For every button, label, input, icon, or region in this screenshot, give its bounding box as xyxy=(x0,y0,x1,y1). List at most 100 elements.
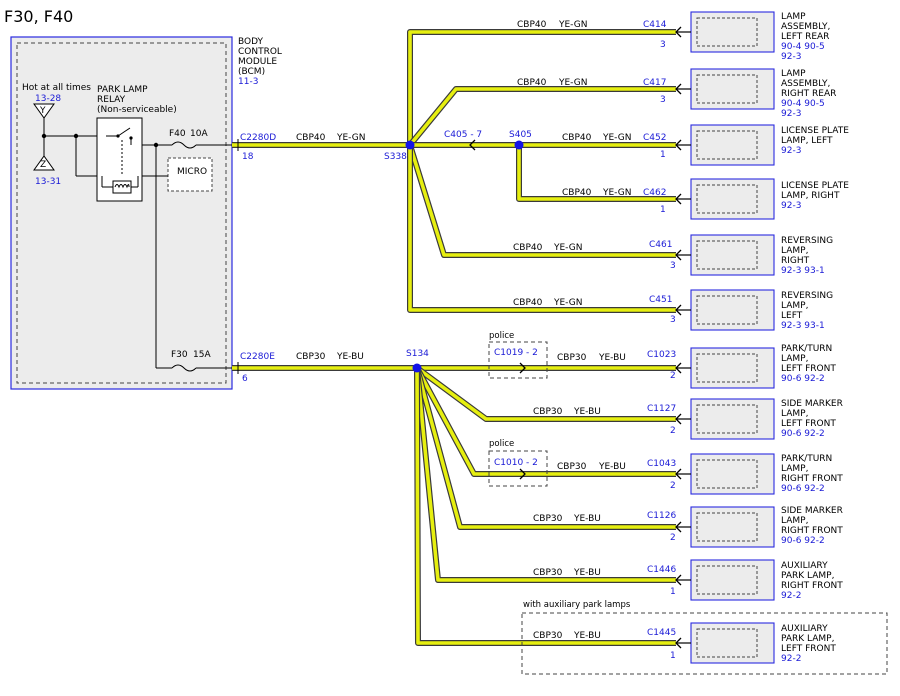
lamp-ref: 92-2 xyxy=(781,654,801,664)
lamp-label-line: LICENSE PLATE xyxy=(781,181,849,191)
wire-cbp30-branch xyxy=(414,367,676,583)
lamp-box-inner xyxy=(696,512,758,542)
trunk-color: YE-BU xyxy=(336,352,364,362)
lamp-label-line: LEFT FRONT xyxy=(781,644,836,654)
lamp-label-line: LAMP, xyxy=(781,246,808,256)
branch-circuit: CBP40 xyxy=(517,78,547,88)
branch-circuit: CBP30 xyxy=(533,407,563,417)
lamp-label-line: LEFT xyxy=(781,311,803,321)
wire-cbp30-branch xyxy=(414,367,676,646)
inline-c1010-arrow-icon xyxy=(519,468,526,480)
branch-pin: 2 xyxy=(670,481,676,491)
pin-y-icon: Y xyxy=(33,103,55,119)
branch-connector: C451 xyxy=(649,295,672,305)
lamp-label-line: AUXILIARY xyxy=(781,561,828,571)
branch-circuit: CBP40 xyxy=(513,243,543,253)
connector-arrow-icon xyxy=(675,637,682,649)
lamp-label-line: PARK/TURN xyxy=(781,454,832,464)
branch-pin: 1 xyxy=(670,651,676,661)
lamp-box-inner xyxy=(696,184,758,214)
branch-color: YE-BU xyxy=(573,568,601,578)
lamp-ref: 92-3 xyxy=(781,201,801,211)
branch-pin: 1 xyxy=(660,150,666,160)
lamp-box-inner xyxy=(696,130,758,160)
branch-pin: 1 xyxy=(670,587,676,597)
branch-connector: C461 xyxy=(649,240,672,250)
lamp-label-line: ASSEMBLY, xyxy=(781,22,830,32)
lamp-label-line: LEFT FRONT xyxy=(781,419,836,429)
branch-circuit: CBP40 xyxy=(562,133,592,143)
connector-arrow-icon xyxy=(675,249,682,261)
lamp-label-line: LICENSE PLATE xyxy=(781,126,849,136)
branch-pin: 3 xyxy=(660,95,666,105)
lamp-label-line: PARK LAMP, xyxy=(781,634,834,644)
police-inline-connector: C1010 - 2 xyxy=(494,458,538,468)
lamp-box xyxy=(690,11,775,53)
relay-label-line: (Non-serviceable) xyxy=(97,105,177,115)
lamp-ref: 92-3 xyxy=(781,52,801,62)
bcm-label-line: BODY xyxy=(238,37,264,47)
park-lamp-relay-icon xyxy=(96,117,143,202)
lamp-label-line: RIGHT FRONT xyxy=(781,526,843,536)
trunk-pin: 6 xyxy=(242,374,248,384)
splice-s134-dot xyxy=(412,363,422,373)
micro-box xyxy=(167,157,213,192)
branch-connector: C1127 xyxy=(647,404,676,414)
fuse-f30-amp: 15A xyxy=(193,350,211,360)
branch-color: YE-GN xyxy=(553,243,582,253)
branch-color: YE-GN xyxy=(553,298,582,308)
branch-connector: C417 xyxy=(643,78,666,88)
police-label: police xyxy=(489,331,514,341)
splice-s338-dot xyxy=(405,140,415,150)
wire-cbp30-branch xyxy=(414,367,676,530)
connector-arrow-icon xyxy=(675,362,682,374)
branch-circuit: CBP30 xyxy=(533,568,563,578)
lamp-ref: 92-2 xyxy=(781,591,801,601)
branch-circuit: CBP40 xyxy=(562,188,592,198)
branch-connector: C1043 xyxy=(647,459,676,469)
relay-label-line: PARK LAMP xyxy=(97,85,148,95)
junction-dot xyxy=(153,142,159,148)
lamp-ref: 90-6 92-2 xyxy=(781,374,825,384)
inline-c1019-arrow-icon xyxy=(519,362,526,374)
branch-circuit: CBP30 xyxy=(533,514,563,524)
bcm-label-line: CONTROL xyxy=(238,47,282,57)
lamp-box xyxy=(690,347,775,389)
lamp-box xyxy=(690,289,775,331)
branch-color: YE-GN xyxy=(558,78,587,88)
police-box xyxy=(488,341,548,379)
junction-dot xyxy=(73,133,79,139)
lamp-label-line: LEFT FRONT xyxy=(781,364,836,374)
branch-pin: 3 xyxy=(660,40,666,50)
trunk-front-labels: C2280E 6 CBP30 YE-BU S134 xyxy=(240,349,429,384)
relay-label-line: RELAY xyxy=(97,95,126,105)
bcm-inner-dashed-box xyxy=(16,42,227,384)
marks-layer xyxy=(237,11,775,664)
lamp-ref: 92-3 xyxy=(781,109,801,119)
wire-cbp40-c417 xyxy=(407,86,676,147)
lamp-box xyxy=(690,234,775,276)
branch-color: YE-BU xyxy=(598,353,626,363)
branch-color: YE-BU xyxy=(573,514,601,524)
bcm-label: BODY CONTROL MODULE (BCM) 11-3 xyxy=(238,37,282,87)
lamp-ref: 90-6 92-2 xyxy=(781,429,825,439)
lamp-label-line: ASSEMBLY, xyxy=(781,79,830,89)
lamp-box-inner xyxy=(696,17,758,47)
connector-arrow-icon xyxy=(675,468,682,480)
lamp-label-line: RIGHT REAR xyxy=(781,89,836,99)
lamp-label-line: LAMP, xyxy=(781,409,808,419)
splice-s405-dot xyxy=(514,140,524,150)
branch-connector: C1023 xyxy=(647,350,676,360)
branch-circuit: CBP40 xyxy=(517,20,547,30)
lamp-label-line: REVERSING xyxy=(781,236,833,246)
front-branch-labels: CBP30 YE-BU C1023 2 CBP30 YE-BU C1127 2 … xyxy=(533,350,676,661)
lamp-box-inner xyxy=(696,295,758,325)
lamp-ref: 90-4 90-5 xyxy=(781,99,825,109)
aux-lamps-group-box xyxy=(521,612,888,675)
lamp-label-line: PARK LAMP, xyxy=(781,571,834,581)
splice-label: S134 xyxy=(406,349,429,359)
inline-c405-label: C405 - 7 xyxy=(444,130,482,140)
wire-cbp30-branch xyxy=(415,365,676,422)
wire-cbp30-branch xyxy=(414,366,676,477)
